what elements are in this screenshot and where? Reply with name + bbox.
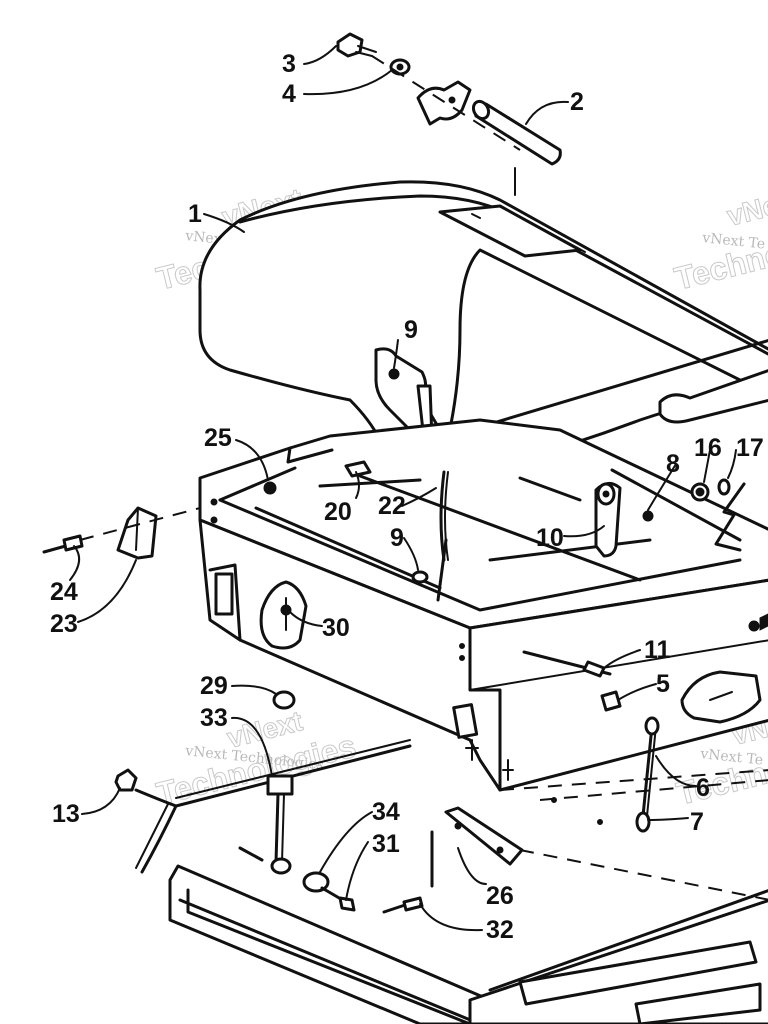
assembly-axis-left	[79, 507, 201, 541]
gauge-bracket-part-30	[259, 580, 308, 650]
bracket-part-z	[714, 482, 746, 552]
rod-part-11	[522, 650, 612, 678]
bolt-part-3	[336, 32, 377, 58]
bolt-part-31	[320, 886, 356, 912]
side-latch-right	[680, 613, 768, 724]
callout-8: 8	[666, 450, 680, 478]
callout-9-upper: 9	[404, 316, 418, 344]
callout-3: 3	[282, 50, 296, 78]
callout-13: 13	[52, 800, 80, 828]
lower-tray-frame	[168, 779, 768, 1024]
callout-7: 7	[690, 808, 704, 836]
leader-lines	[69, 45, 737, 932]
link-part-33	[238, 774, 294, 875]
grommet-part-29	[272, 690, 296, 710]
washer-part-17	[717, 478, 731, 496]
callout-4: 4	[282, 80, 296, 108]
callout-1: 1	[188, 200, 202, 228]
callout-23: 23	[50, 610, 78, 638]
grommet-part-16	[690, 482, 710, 502]
callout-29: 29	[200, 672, 228, 700]
grommet-part-9-lower	[411, 538, 448, 602]
latch-part-10	[594, 482, 622, 558]
callout-34: 34	[372, 798, 400, 826]
watermark-top-right-brand: vNext	[724, 183, 768, 232]
callout-9-lower: 9	[390, 524, 404, 552]
callout-10: 10	[536, 524, 564, 552]
pin-part-2	[471, 99, 562, 166]
bracket-part-23	[116, 506, 158, 560]
callout-24: 24	[50, 578, 78, 606]
washer-part-34	[302, 871, 330, 893]
callout-5: 5	[656, 670, 670, 698]
callout-32: 32	[486, 916, 514, 944]
latch-rod-part-6-7	[635, 716, 660, 833]
callout-20: 20	[324, 498, 352, 526]
callout-17: 17	[736, 434, 764, 462]
callout-2: 2	[570, 88, 584, 116]
callout-16: 16	[694, 434, 722, 462]
callout-31: 31	[372, 830, 400, 858]
clip-part-20	[344, 460, 372, 478]
callout-33: 33	[200, 704, 228, 732]
plate-part-26	[430, 806, 524, 888]
keeper-part-5	[600, 690, 622, 712]
mount-bracket-top	[416, 80, 472, 126]
nut-part-13	[114, 768, 138, 792]
pin-part-24	[42, 534, 84, 554]
watermark-bottom-right-line: vNext Te	[699, 746, 764, 769]
callout-11: 11	[644, 636, 671, 664]
hood-part-1	[198, 180, 768, 476]
callout-6: 6	[696, 774, 710, 802]
callout-26: 26	[486, 882, 514, 910]
callout-30: 30	[322, 614, 350, 642]
assembly-axis-top	[371, 55, 521, 151]
watermark-top-right-line: vNext Te	[701, 230, 766, 253]
callout-22: 22	[378, 492, 406, 520]
rivet-part-32	[382, 896, 424, 914]
case-body	[198, 418, 768, 792]
washer-part-4	[389, 58, 411, 76]
callout-labels: 3 4 2 1 9 25 20 22 9 10 8 16 17 24 23 30…	[50, 50, 764, 944]
callout-25: 25	[204, 424, 232, 452]
nut-part-8	[642, 510, 654, 522]
